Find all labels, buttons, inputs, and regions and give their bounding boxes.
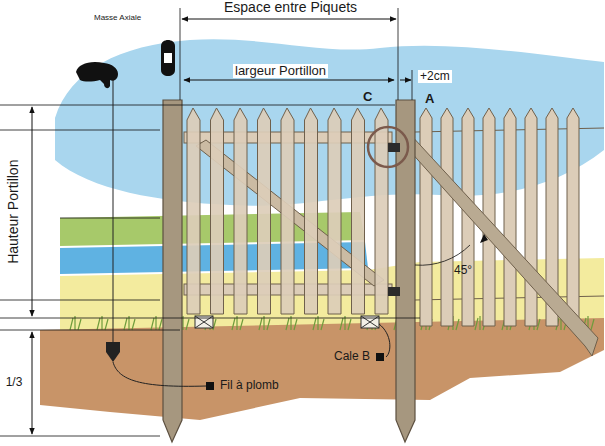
plumb-string [113,80,114,342]
hinge [388,287,400,296]
callout-label: Cale B [332,350,372,363]
hand [76,62,118,88]
gate-picket [234,108,247,314]
leader-marker [376,353,384,361]
dimension-label: 1/3 [4,376,25,389]
fence-picket [420,108,432,326]
axial-level [161,40,175,76]
callout-letter: C [361,90,374,104]
reference-lines [0,8,420,436]
gate-picket [375,108,388,314]
instrument-label: Masse Axiale [92,14,143,23]
fence-strut [400,133,598,356]
gate-picket [281,108,294,314]
dimension-lines [32,19,411,434]
angle-arrow [480,234,488,243]
fence-picket [504,108,516,326]
fence-picket [567,108,579,326]
angle-label: 45° [452,264,474,277]
gate-picket [328,108,341,314]
soil [40,318,604,420]
dimension-label: Espace entre Piquets [222,0,359,15]
hinge [388,143,400,152]
dimension-label: +2cm [418,70,452,83]
angle-arc [415,245,470,265]
hinge-circle [368,127,408,167]
fence-picket [525,108,537,326]
dimension-label: Hauteur Portillon [6,158,21,266]
gate-picket [211,108,224,314]
left-post [163,100,182,442]
gate-picket [258,108,271,314]
gate-picket [187,108,200,314]
leader-line [113,362,206,386]
fence [400,108,604,356]
leader-marker [206,382,214,390]
callout-letter: A [423,92,436,106]
leader-line [379,324,390,357]
callout-label: Fil à plomb [218,379,281,392]
dimension-label: largeur Portillon [233,64,328,78]
gate-picket [305,108,318,314]
gate [184,108,392,314]
axial-level-window [164,53,172,63]
plumb-bob [106,342,120,362]
fence-picket [441,108,453,326]
gate-picket [352,108,365,314]
